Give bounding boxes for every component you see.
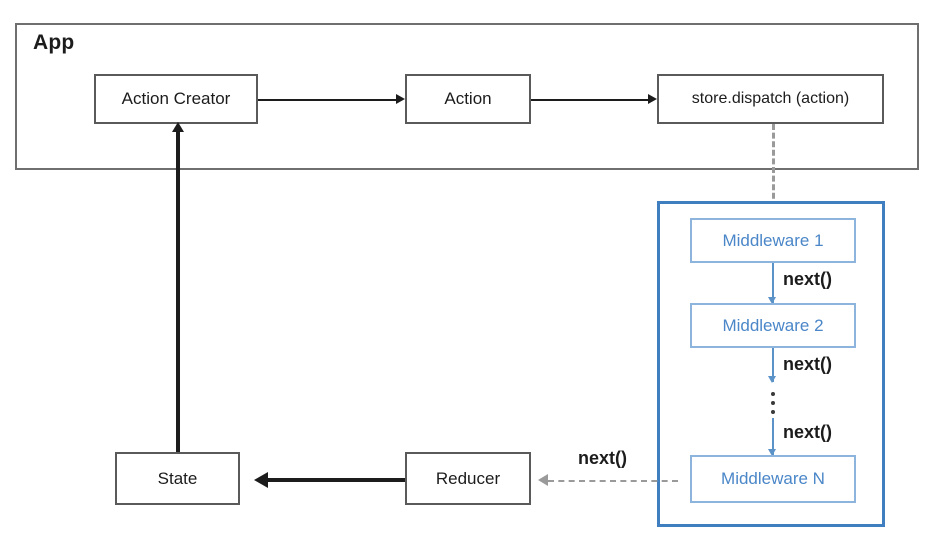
node-reducer[interactable]: Reducer — [405, 452, 531, 505]
edge-middleware-1-to-2 — [772, 263, 774, 303]
node-action-creator[interactable]: Action Creator — [94, 74, 258, 124]
edge-reducer-to-state — [268, 478, 405, 482]
ellipsis-dot — [771, 401, 775, 405]
arrowhead-right-icon — [396, 94, 405, 104]
arrowhead-right-icon — [648, 94, 657, 104]
edge-action-to-store-dispatch — [531, 99, 648, 101]
arrowhead-left-icon — [538, 474, 548, 486]
arrowhead-up-icon — [172, 122, 184, 132]
edge-middleware-2-to-ellipsis — [772, 348, 774, 382]
edge-label-next-1: next() — [783, 269, 832, 289]
node-middleware-n[interactable]: Middleware N — [690, 455, 856, 503]
node-middleware-1[interactable]: Middleware 1 — [690, 218, 856, 263]
arrowhead-left-icon — [254, 472, 268, 488]
edge-label-next-3: next() — [783, 422, 832, 442]
edge-middleware-n-to-reducer — [548, 480, 678, 482]
ellipsis-dot — [771, 410, 775, 414]
edge-action-creator-to-action — [258, 99, 396, 101]
arrowhead-down-icon — [768, 297, 776, 304]
ellipsis-dot — [771, 392, 775, 396]
app-container-label: App — [33, 31, 75, 54]
node-state[interactable]: State — [115, 452, 240, 505]
node-middleware-2[interactable]: Middleware 2 — [690, 303, 856, 348]
arrowhead-down-icon — [768, 376, 776, 383]
arrowhead-down-icon — [768, 449, 776, 456]
node-store-dispatch[interactable]: store.dispatch (action) — [657, 74, 884, 124]
edge-label-next-reducer: next() — [578, 448, 627, 468]
edge-state-to-action-creator — [176, 130, 180, 452]
node-action[interactable]: Action — [405, 74, 531, 124]
edge-label-next-2: next() — [783, 354, 832, 374]
edge-store-dispatch-to-middleware — [772, 124, 775, 216]
edge-ellipsis-to-middleware-n — [772, 418, 774, 455]
